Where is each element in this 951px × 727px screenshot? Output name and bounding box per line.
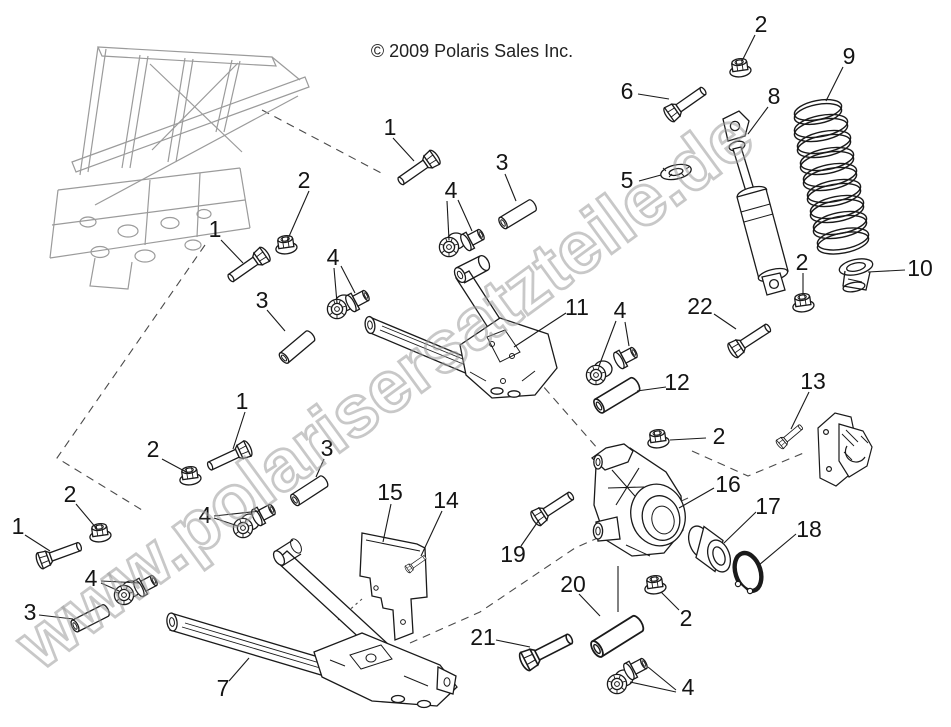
callout-label: 14 bbox=[433, 487, 459, 513]
callout-label: 12 bbox=[664, 369, 690, 395]
callout-label: 1 bbox=[12, 513, 25, 539]
callout-32: 4 bbox=[629, 666, 695, 700]
callout-19: 22 bbox=[687, 293, 737, 330]
callout-label: 4 bbox=[614, 297, 627, 323]
callout-11: 4 bbox=[327, 244, 356, 304]
callout-label: 16 bbox=[715, 471, 741, 497]
callout-7: 1 bbox=[232, 388, 249, 450]
guard-plate bbox=[359, 532, 428, 641]
callout-2: 2 bbox=[286, 167, 311, 242]
callout-label: 1 bbox=[384, 114, 397, 140]
callout-39: 10 bbox=[867, 255, 933, 281]
callout-15: 4 bbox=[85, 565, 141, 592]
callout-4: 4 bbox=[445, 177, 473, 241]
callout-35: 8 bbox=[747, 83, 781, 135]
callout-label: 4 bbox=[445, 177, 458, 203]
callout-29: 20 bbox=[560, 571, 601, 617]
callout-label: 18 bbox=[796, 516, 822, 542]
copyright-notice: © 2009 Polaris Sales Inc. bbox=[371, 41, 573, 61]
callout-10: 3 bbox=[256, 287, 286, 332]
callout-3: 3 bbox=[496, 149, 517, 202]
callout-21: 2 bbox=[669, 423, 726, 449]
callout-5: 1 bbox=[209, 216, 244, 264]
callout-28: 13 bbox=[790, 368, 826, 430]
callout-label: 2 bbox=[298, 167, 311, 193]
callout-label: 3 bbox=[256, 287, 269, 313]
callout-14: 3 bbox=[24, 599, 74, 625]
dashed-line bbox=[691, 450, 807, 477]
lower-a-arm bbox=[166, 538, 458, 709]
callout-label: 7 bbox=[217, 675, 230, 701]
callout-24: 19 bbox=[500, 519, 540, 567]
callout-9: 4 bbox=[199, 502, 261, 528]
callout-label: 13 bbox=[800, 368, 826, 394]
callout-label: 20 bbox=[560, 571, 586, 597]
callout-34: 6 bbox=[621, 78, 670, 104]
callout-label: 21 bbox=[470, 624, 496, 650]
callout-label: 22 bbox=[687, 293, 713, 319]
callout-label: 15 bbox=[377, 479, 403, 505]
shock-absorber bbox=[722, 110, 789, 296]
callout-12: 2 bbox=[64, 481, 98, 530]
spring-retainer bbox=[838, 258, 874, 293]
callout-label: 11 bbox=[565, 294, 589, 320]
callout-label: 3 bbox=[496, 149, 509, 175]
callout-label: 2 bbox=[147, 436, 160, 462]
callout-30: 2 bbox=[660, 591, 693, 631]
dashed-line bbox=[261, 109, 384, 175]
callout-label: 17 bbox=[755, 493, 781, 519]
callout-16: 7 bbox=[217, 657, 250, 701]
upper-a-arm bbox=[364, 254, 558, 399]
dashed-line bbox=[534, 376, 599, 450]
snap-ring bbox=[732, 550, 764, 599]
callout-37: 5 bbox=[621, 167, 662, 193]
callout-label: 4 bbox=[682, 674, 695, 700]
callout-label: 6 bbox=[621, 78, 634, 104]
dashed-line bbox=[56, 244, 206, 511]
callout-18: 4 bbox=[598, 297, 630, 367]
brake-caliper bbox=[817, 412, 873, 487]
callout-label: 2 bbox=[64, 481, 77, 507]
callout-label: 10 bbox=[907, 255, 933, 281]
callout-label: 1 bbox=[236, 388, 249, 414]
callout-31: 21 bbox=[470, 624, 531, 650]
callout-25: 16 bbox=[678, 471, 741, 509]
callout-label: 3 bbox=[321, 435, 334, 461]
callout-22: 15 bbox=[377, 479, 403, 543]
callout-label: 9 bbox=[843, 43, 856, 69]
callout-label: 2 bbox=[796, 249, 809, 275]
callout-8: 3 bbox=[315, 435, 334, 478]
callout-label: 1 bbox=[209, 216, 222, 242]
callout-26: 17 bbox=[723, 493, 781, 544]
callout-20: 12 bbox=[636, 369, 690, 395]
callout-label: 3 bbox=[24, 599, 37, 625]
callout-label: 2 bbox=[755, 11, 768, 37]
callout-label: 2 bbox=[680, 605, 693, 631]
callout-36: 9 bbox=[825, 43, 856, 102]
callout-label: 4 bbox=[327, 244, 340, 270]
callout-27: 18 bbox=[758, 516, 822, 566]
callout-label: 19 bbox=[500, 541, 526, 567]
callout-label: 8 bbox=[768, 83, 781, 109]
callout-17: 11 bbox=[513, 294, 589, 348]
callout-33: 2 bbox=[741, 11, 768, 62]
bearing bbox=[687, 525, 732, 573]
callout-13: 1 bbox=[12, 513, 51, 552]
bearing-carrier bbox=[590, 443, 686, 557]
callout-38: 2 bbox=[796, 249, 809, 295]
coil-spring bbox=[793, 98, 870, 255]
callout-23: 14 bbox=[420, 487, 459, 557]
callout-label: 4 bbox=[85, 565, 98, 591]
frame-assembly bbox=[49, 46, 310, 290]
callout-1: 1 bbox=[384, 114, 415, 162]
callout-label: 2 bbox=[713, 423, 726, 449]
callout-label: 4 bbox=[199, 502, 212, 528]
callout-label: 5 bbox=[621, 167, 634, 193]
callout-6: 2 bbox=[147, 436, 189, 474]
